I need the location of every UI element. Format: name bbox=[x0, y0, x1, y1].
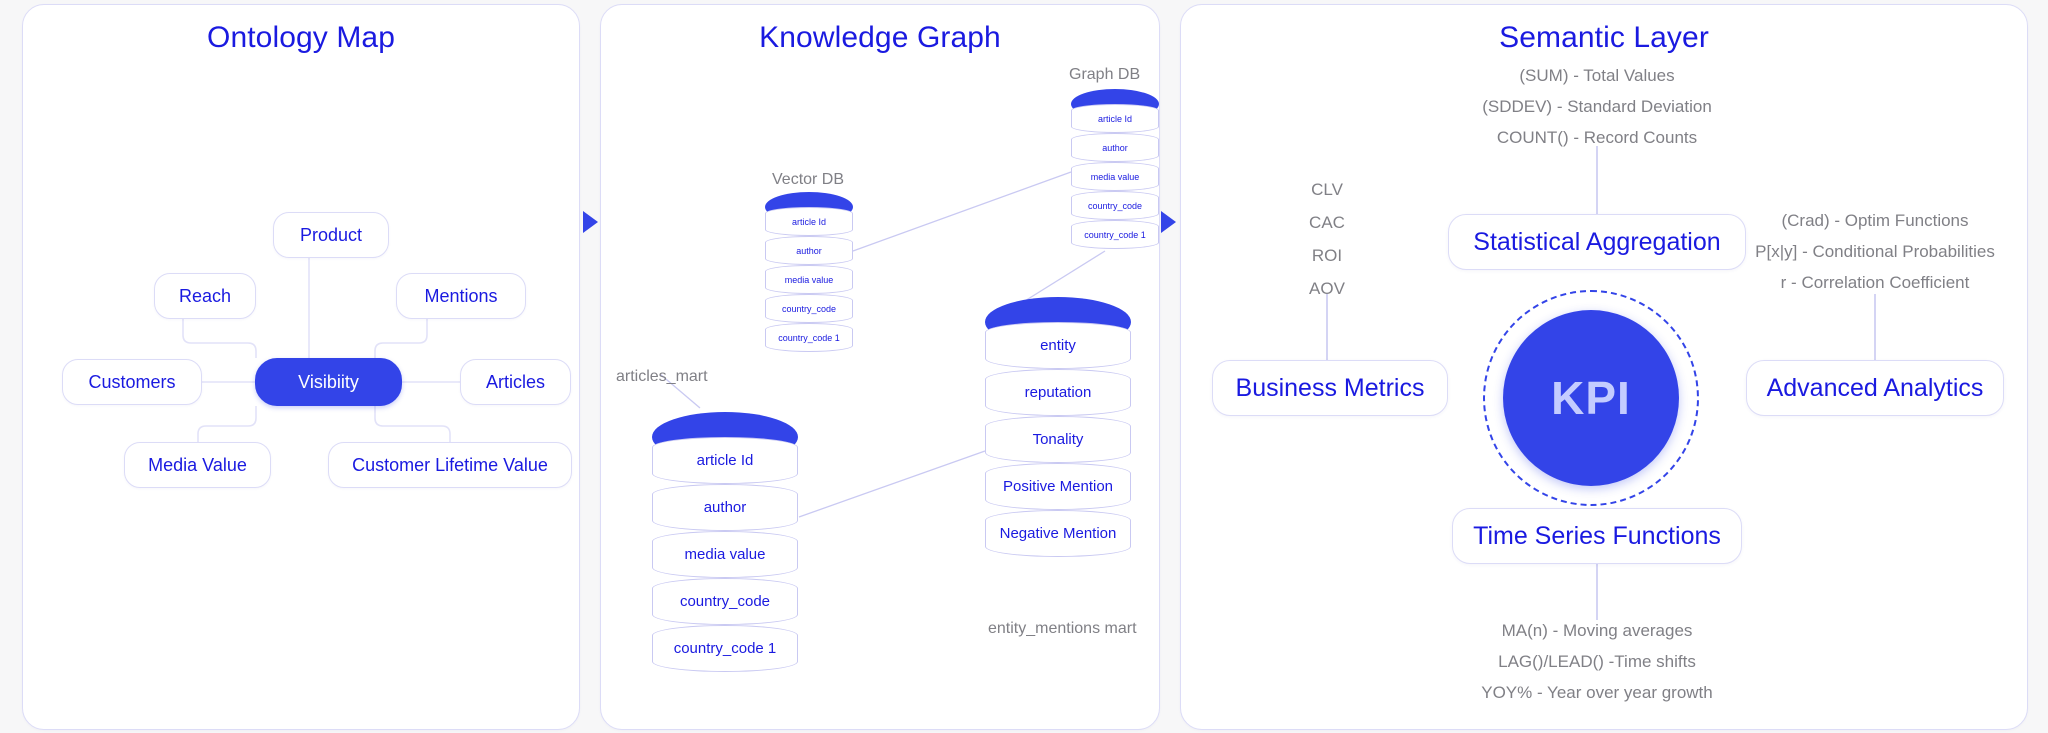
knowledge-panel-title: Knowledge Graph bbox=[759, 21, 1001, 54]
ontology-node-reach[interactable]: Reach bbox=[154, 273, 256, 319]
kpi-hub[interactable]: KPI bbox=[1503, 310, 1679, 486]
semantic-note-count: COUNT() - Record Counts bbox=[1496, 128, 1698, 147]
ontology-node-customer-lifetime-value[interactable]: Customer Lifetime Value bbox=[328, 442, 572, 488]
semantic-box-business-metrics[interactable]: Business Metrics bbox=[1212, 360, 1448, 416]
semantic-panel-title: Semantic Layer bbox=[1499, 21, 1709, 54]
kpi-dashed-ring bbox=[1483, 290, 1699, 506]
semantic-note-cac: CAC bbox=[1309, 213, 1345, 232]
semantic-note-roi: ROI bbox=[1311, 246, 1343, 265]
cylinder-field-row: country_code bbox=[1071, 191, 1159, 220]
cylinder-field-row: entity bbox=[985, 322, 1131, 369]
semantic-box-time-series-functions[interactable]: Time Series Functions bbox=[1452, 508, 1742, 564]
ontology-panel-title: Ontology Map bbox=[207, 21, 395, 54]
knowledge-label-graph-db: Graph DB bbox=[1069, 66, 1141, 83]
semantic-box-statistical-aggregation[interactable]: Statistical Aggregation bbox=[1448, 214, 1746, 270]
cylinder-field-row: article Id bbox=[652, 437, 798, 484]
semantic-note-sum: (SUM) - Total Values bbox=[1519, 66, 1675, 85]
semantic-note-time-shifts: LAG()/LEAD() -Time shifts bbox=[1498, 652, 1696, 671]
cylinder-field-row: country_code 1 bbox=[765, 323, 853, 352]
semantic-note-sddev: (SDDEV) - Standard Deviation bbox=[1482, 97, 1712, 116]
cylinder-field-row: reputation bbox=[985, 369, 1131, 416]
knowledge-label-entity-mentions-mart: entity_mentions mart bbox=[988, 620, 1137, 637]
cylinder-field-row: media value bbox=[1071, 162, 1159, 191]
cylinder-field-row: article Id bbox=[765, 207, 853, 236]
knowledge-label-vector-db: Vector DB bbox=[772, 171, 845, 188]
cylinder-field-row: country_code bbox=[652, 578, 798, 625]
cylinder-field-row: Negative Mention bbox=[985, 510, 1131, 557]
ontology-node-mentions[interactable]: Mentions bbox=[396, 273, 526, 319]
flow-arrow-right-icon-1 bbox=[583, 211, 598, 233]
cylinder-field-row: media value bbox=[765, 265, 853, 294]
knowledge-label-articles-mart: articles_mart bbox=[616, 368, 708, 385]
cylinder-field-row: article Id bbox=[1071, 104, 1159, 133]
cylinder-field-row: media value bbox=[652, 531, 798, 578]
semantic-note-correlation-coefficient: r - Correlation Coefficient bbox=[1780, 273, 1970, 292]
cylinder-field-row: Tonality bbox=[985, 416, 1131, 463]
ontology-node-visibility[interactable]: Visibiity bbox=[255, 358, 402, 406]
cylinder-field-row: author bbox=[1071, 133, 1159, 162]
cylinder-field-row: country_code bbox=[765, 294, 853, 323]
ontology-node-product[interactable]: Product bbox=[273, 212, 389, 258]
flow-arrow-right-icon-2 bbox=[1161, 211, 1176, 233]
semantic-note-conditional-probabilities: P[x|y] - Conditional Probabilities bbox=[1755, 242, 1995, 261]
semantic-note-moving-averages: MA(n) - Moving averages bbox=[1501, 621, 1693, 640]
ontology-node-customers[interactable]: Customers bbox=[62, 359, 202, 405]
panel-ontology-map: Ontology Map Product Reach Ment bbox=[22, 4, 580, 730]
semantic-note-clv: CLV bbox=[1311, 180, 1343, 199]
cylinder-field-row: Positive Mention bbox=[985, 463, 1131, 510]
semantic-note-yoy-growth: YOY% - Year over year growth bbox=[1481, 683, 1713, 702]
cylinder-field-row: country_code 1 bbox=[652, 625, 798, 672]
cylinder-field-row: author bbox=[765, 236, 853, 265]
ontology-node-media-value[interactable]: Media Value bbox=[124, 442, 271, 488]
semantic-note-optim-functions: (Crad) - Optim Functions bbox=[1781, 211, 1969, 230]
cylinder-field-row: author bbox=[652, 484, 798, 531]
cylinder-field-row: country_code 1 bbox=[1071, 220, 1159, 249]
semantic-note-aov: AOV bbox=[1309, 279, 1345, 298]
semantic-box-advanced-analytics[interactable]: Advanced Analytics bbox=[1746, 360, 2004, 416]
ontology-node-articles[interactable]: Articles bbox=[460, 359, 571, 405]
